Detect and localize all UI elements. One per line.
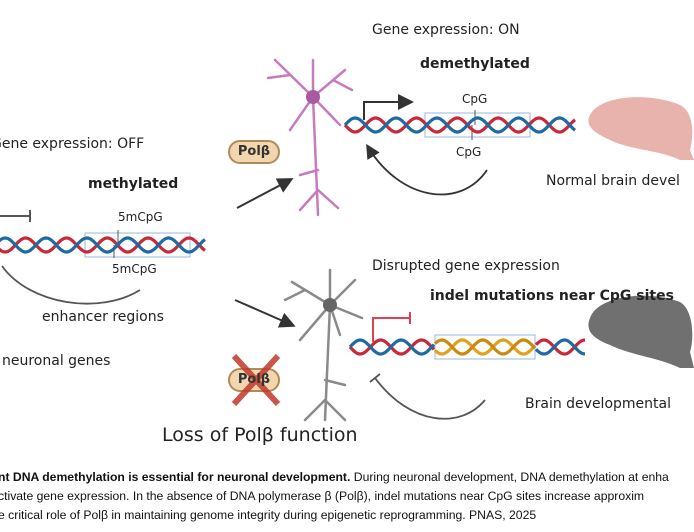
normal-brain-icon [588, 97, 694, 160]
cross-icon [231, 353, 281, 407]
cpg-bottom-label: CpG [456, 145, 482, 159]
polb-badge: Polβ [228, 140, 280, 164]
dna-strand [343, 116, 576, 134]
promoter-active-arrow [363, 94, 414, 120]
impaired-neuron-icon [283, 268, 364, 422]
dna-strand [534, 338, 586, 356]
arrow-to-impaired [234, 299, 296, 328]
neuronal-genes-label: neuronal genes [2, 353, 111, 369]
dna-helix-mutated [348, 338, 586, 356]
cpg-top-label: CpG [462, 92, 488, 106]
caption-title: nt DNA demethylation is essential for ne… [0, 470, 351, 484]
caption-line-2: ctivate gene expression. In the absence … [0, 489, 645, 503]
dna-helix-demethylated [343, 116, 576, 134]
dna-strand [348, 338, 436, 356]
enhancer-regions-label: enhancer regions [42, 309, 164, 325]
abnormal-brain-icon [588, 295, 694, 368]
5mcpg-top-label: 5mCpG [118, 210, 163, 224]
indel-mutations-label: indel mutations near CpG sites [430, 288, 674, 304]
arrow-to-normal [236, 178, 294, 209]
polb-crossed-badge: Polβ [237, 372, 271, 387]
5mcpg-bottom-label: 5mCpG [112, 262, 157, 276]
enhancer-loop-top [366, 143, 488, 196]
dna-strand [433, 338, 537, 356]
figure-artwork [0, 58, 694, 422]
promoter-blocked-left [0, 210, 31, 222]
healthy-neuron-icon [266, 58, 354, 217]
caption-text-1: During neuronal development, DNA demethy… [350, 470, 669, 484]
loss-of-polb-label: Loss of Polβ function [162, 424, 358, 446]
dna-strand [534, 338, 586, 356]
cpg-region-box-left [84, 232, 191, 258]
normal-brain-label: Normal brain devel [546, 173, 680, 189]
caption-line-1: nt DNA demethylation is essential for ne… [0, 470, 669, 484]
caption-line-3: e critical role of Polβ in maintaining g… [0, 508, 537, 522]
gene-expression-off-label: Gene expression: OFF [0, 136, 145, 152]
brain-developmental-label: Brain developmental [525, 396, 671, 412]
dna-helix-methylated [0, 236, 206, 254]
dna-strand [0, 236, 206, 254]
enhancer-loop-bottom [369, 373, 486, 420]
dna-strand [348, 338, 436, 356]
demethylated-label: demethylated [420, 56, 530, 72]
dna-strand [343, 116, 576, 134]
dna-strand [0, 236, 206, 254]
promoter-blocked-red [372, 312, 411, 342]
methylated-label: methylated [88, 176, 179, 192]
gene-expression-on-label: Gene expression: ON [372, 22, 520, 38]
disrupted-expression-label: Disrupted gene expression [372, 258, 560, 274]
enhancer-loop-left [1, 265, 141, 305]
